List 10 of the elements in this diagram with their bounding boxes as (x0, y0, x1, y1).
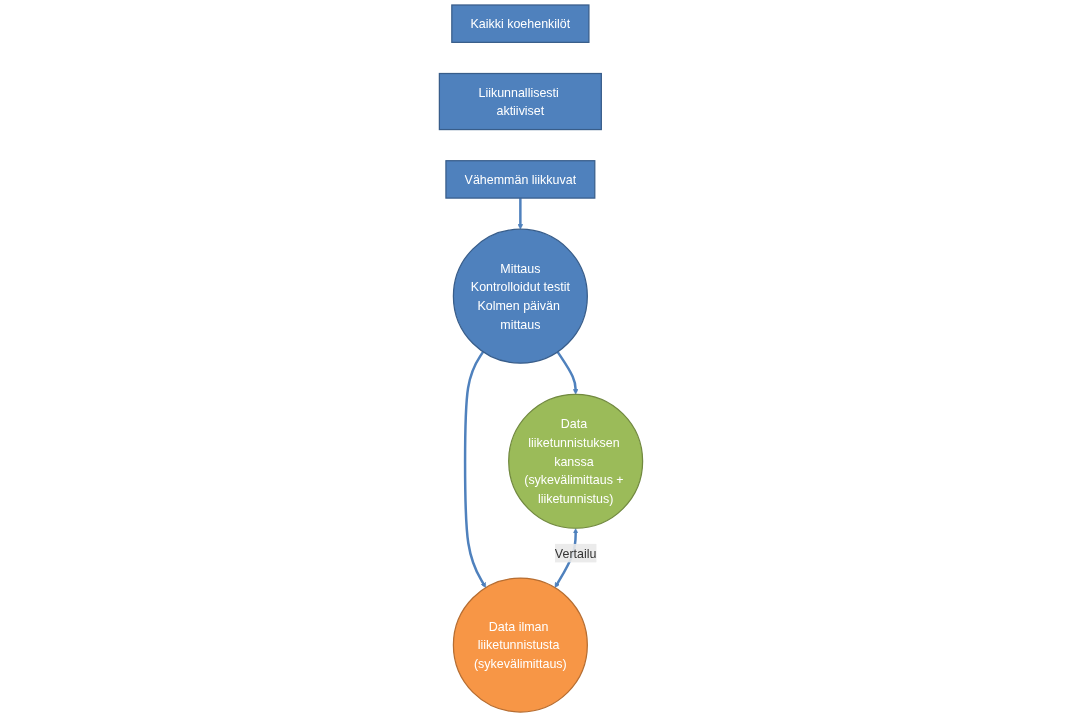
edge-label: Vertailu (554, 546, 597, 561)
node-box: Vähemmän liikkuvat (445, 160, 596, 199)
node-box: Liikunnallisesti aktiiviset (438, 72, 602, 131)
node-circle: Data liiketunnistuksen kanssa (sykevälimittaus + liiketunnistus) (508, 393, 644, 529)
node-circle: Data ilman liiketunnistusta (sykevälimittaus) (452, 577, 588, 713)
arrow (556, 351, 579, 395)
node-box: Kaikki koehenkilöt (451, 4, 590, 43)
node-circle: Mittaus Kontrolloidut testit Kolmen päivän mittaus (452, 228, 588, 364)
arrow (463, 351, 487, 588)
arrow (517, 198, 524, 230)
